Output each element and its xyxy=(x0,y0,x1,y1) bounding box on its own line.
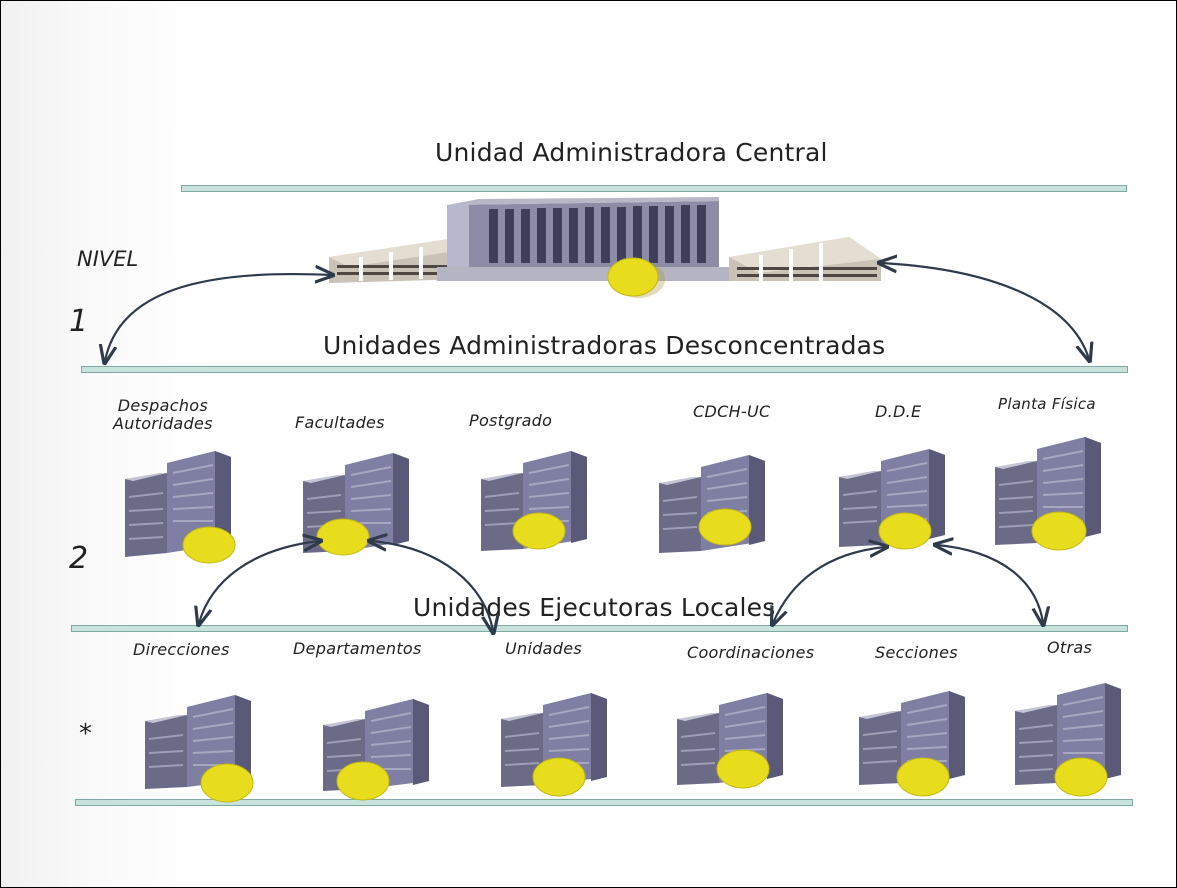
curved-arrow-icon xyxy=(371,541,493,631)
server-building-icon xyxy=(481,451,587,551)
server-building-icon xyxy=(1015,683,1121,797)
heading-central: Unidad Administradora Central xyxy=(435,138,828,167)
level-two: 2 xyxy=(69,541,89,576)
label-secciones: Secciones xyxy=(875,643,958,662)
server-building-icon xyxy=(839,449,945,550)
curved-arrow-icon xyxy=(773,547,885,623)
level-star: * xyxy=(79,719,92,749)
bar-central xyxy=(181,185,1127,192)
server-building-icon xyxy=(859,691,965,797)
bar-desconcentradas xyxy=(81,366,1128,373)
label-postgrado: Postgrado xyxy=(469,411,553,430)
level-one: 1 xyxy=(69,304,89,339)
server-building-icon xyxy=(145,695,254,803)
heading-desconcentradas: Unidades Administradoras Desconcentradas xyxy=(323,331,886,360)
curved-arrow-icon xyxy=(881,263,1089,359)
label-coordinaciones: Coordinaciones xyxy=(687,643,815,662)
server-building-icon xyxy=(501,693,607,797)
curved-arrow-icon xyxy=(937,545,1043,623)
label-planta: Planta Física xyxy=(998,395,1096,413)
curved-arrow-icon xyxy=(105,274,331,361)
bar-ejecutoras xyxy=(71,625,1128,632)
curved-arrow-icon xyxy=(199,541,319,623)
server-building-icon xyxy=(677,693,783,789)
label-otras: Otras xyxy=(1047,638,1093,657)
server-building-icon xyxy=(995,437,1101,551)
label-despachos-line2: Autoridades xyxy=(113,414,213,433)
label-cdch: CDCH-UC xyxy=(693,402,771,421)
label-direcciones: Direcciones xyxy=(133,640,230,659)
central-building-icon xyxy=(329,197,881,298)
server-building-icon xyxy=(659,455,765,553)
bar-bottom xyxy=(75,799,1133,806)
server-building-icon xyxy=(323,699,429,801)
label-despachos: Despachos Autoridades xyxy=(113,397,213,433)
label-despachos-line1: Despachos xyxy=(117,396,208,415)
label-dde: D.D.E xyxy=(875,402,922,421)
label-facultades: Facultades xyxy=(295,413,385,432)
label-unidades: Unidades xyxy=(505,639,582,658)
label-departamentos: Departamentos xyxy=(293,639,422,658)
